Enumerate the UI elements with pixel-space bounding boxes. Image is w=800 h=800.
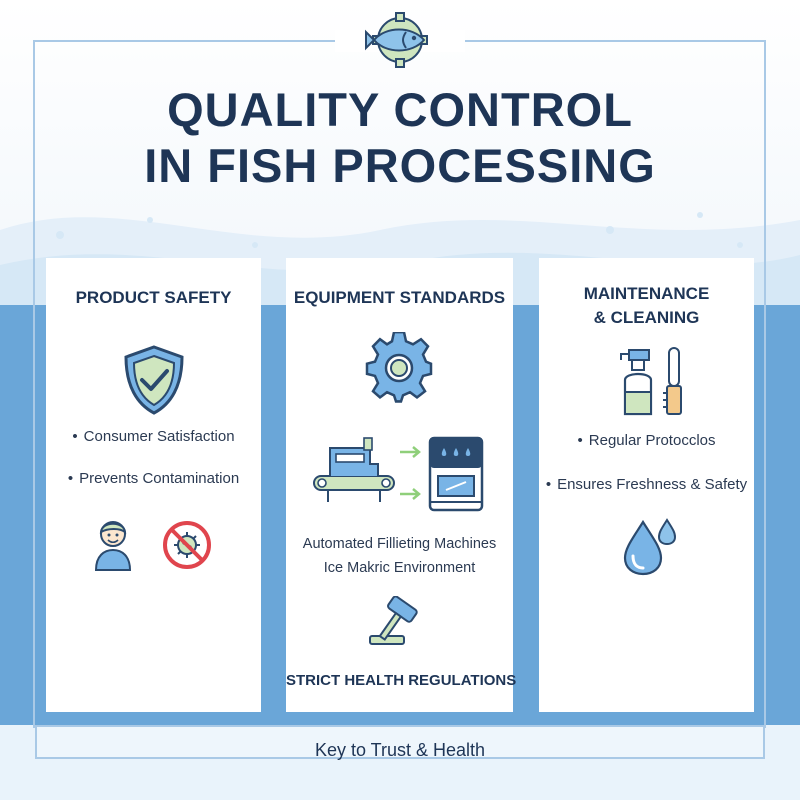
footer-tagline: Key to Trust & Health	[314, 740, 486, 760]
regulations-label: STRICT HEALTH REGULATIONS	[286, 672, 517, 689]
title-line-2: IN FISH PROCESSING	[144, 139, 656, 192]
brush-icon	[663, 347, 682, 415]
conveyor-machine-icon	[313, 437, 395, 502]
shield-check-icon	[124, 345, 184, 415]
card-equipment-standards: EQUIPMENT STANDARDS	[286, 258, 517, 712]
water-drop-icon	[623, 518, 677, 576]
person-icon	[94, 521, 132, 571]
fish-gear-icon	[365, 12, 428, 68]
equipment-line: Ice Makric Environment	[323, 560, 476, 576]
gear-icon	[365, 332, 433, 403]
title-line-1: QUALITY CONTROL	[167, 83, 633, 136]
processing-line-illustration	[313, 436, 484, 512]
gavel-icon	[369, 596, 418, 645]
equipment-line: Automated Fillieting Machines	[302, 536, 497, 552]
card-product-safety: PRODUCT SAFETY •Consumer Satisfaction •P…	[46, 258, 261, 712]
page-title: QUALITY CONTROL IN FISH PROCESSING	[0, 82, 800, 194]
ice-machine-icon	[428, 436, 484, 512]
no-germs-icon	[163, 521, 211, 569]
bullet-item: •Prevents Contamination	[67, 470, 240, 487]
footer-frame	[35, 725, 765, 759]
card-maintenance-cleaning: MAINTENANCE & CLEANING •Regular Protoccl…	[539, 258, 754, 712]
bullet-item: •Ensures Freshness & Safety	[545, 476, 748, 493]
bullet-item: •Consumer Satisfaction	[72, 428, 235, 445]
card-heading: MAINTENANCE & CLEANING	[583, 284, 710, 327]
card-heading: PRODUCT SAFETY	[75, 288, 232, 307]
spray-bottle-icon	[620, 349, 653, 416]
card-heading: EQUIPMENT STANDARDS	[293, 288, 506, 307]
bullet-item: •Regular Protocclos	[577, 432, 716, 449]
